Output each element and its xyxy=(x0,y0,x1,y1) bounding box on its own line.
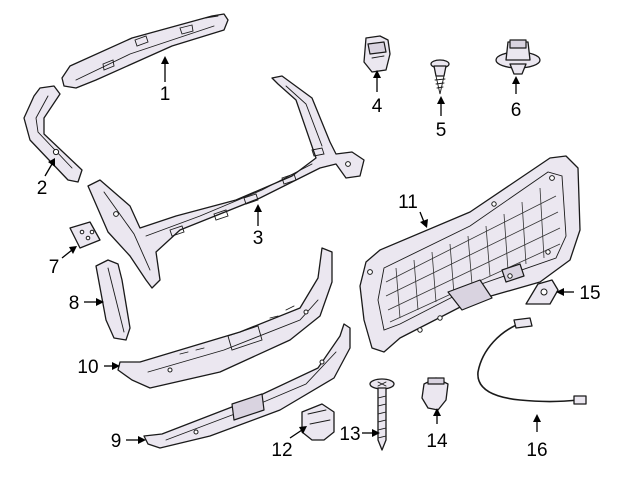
svg-text:9: 9 xyxy=(111,431,122,452)
callout-10: 10 xyxy=(77,357,120,378)
svg-text:16: 16 xyxy=(526,440,547,461)
part-16-release-cable xyxy=(477,317,587,405)
svg-text:12: 12 xyxy=(271,440,292,461)
svg-text:6: 6 xyxy=(511,100,522,121)
svg-text:7: 7 xyxy=(49,257,60,278)
part-9-lower-scuff-plate xyxy=(143,323,351,449)
part-3-liftgate-frame-trim xyxy=(87,75,365,289)
svg-text:8: 8 xyxy=(69,293,80,314)
svg-text:14: 14 xyxy=(426,431,448,452)
callout-4: 4 xyxy=(372,70,383,117)
part-13-bolt xyxy=(369,378,395,451)
part-6-grommet xyxy=(495,39,541,75)
part-11-liftgate-inner-panel xyxy=(359,155,581,353)
callout-3: 3 xyxy=(253,204,264,249)
svg-text:3: 3 xyxy=(253,228,264,249)
callout-11: 11 xyxy=(398,192,428,228)
callout-12: 12 xyxy=(271,426,307,461)
callout-14: 14 xyxy=(426,408,448,452)
svg-text:10: 10 xyxy=(77,357,98,378)
part-15-grommet xyxy=(525,279,559,305)
svg-text:11: 11 xyxy=(398,192,418,213)
callout-1: 1 xyxy=(160,56,171,105)
part-14-nut-clip xyxy=(421,377,449,411)
callout-6: 6 xyxy=(511,76,522,121)
callout-9: 9 xyxy=(111,431,146,452)
callout-2: 2 xyxy=(37,158,55,199)
part-1-upper-trim-panel xyxy=(61,13,229,89)
callout-16: 16 xyxy=(526,414,548,461)
part-2-left-pillar-trim xyxy=(23,85,83,183)
svg-text:4: 4 xyxy=(372,96,383,117)
callout-15: 15 xyxy=(556,283,601,304)
svg-text:1: 1 xyxy=(160,84,171,105)
callout-7: 7 xyxy=(49,246,77,278)
part-12-retainer-clip xyxy=(301,403,335,441)
part-7-bracket xyxy=(69,221,101,249)
svg-text:13: 13 xyxy=(339,424,360,445)
part-10-sill-trim xyxy=(117,247,333,389)
callout-13: 13 xyxy=(339,424,380,445)
callout-5: 5 xyxy=(436,96,447,141)
part-8-side-pillar-cover xyxy=(95,259,131,341)
svg-text:2: 2 xyxy=(37,178,48,199)
svg-text:5: 5 xyxy=(436,120,447,141)
svg-text:15: 15 xyxy=(579,283,600,304)
part-5-screw xyxy=(430,59,450,95)
part-4-clip xyxy=(363,35,391,73)
callout-8: 8 xyxy=(69,293,104,314)
